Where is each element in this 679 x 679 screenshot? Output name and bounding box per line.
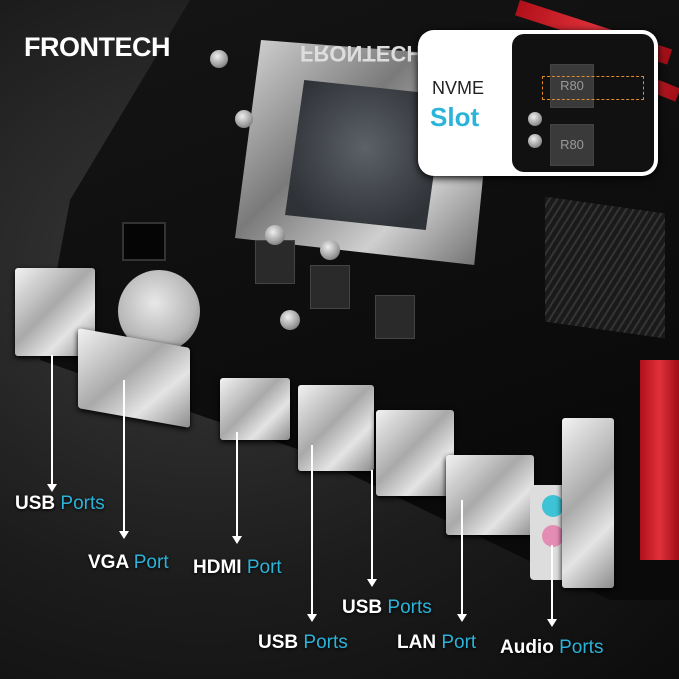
capacitor [210,50,228,68]
label-lan-port: LAN Port [397,632,476,654]
capacitor [528,112,542,126]
usb-ports-2 [298,385,374,471]
label-word: USB [258,632,299,653]
audio-jack-cyan [541,495,564,517]
label-vga-port: VGA Port [88,552,169,574]
label-word: Audio [500,637,554,658]
arrow-down-icon [457,614,467,622]
power-connector [122,222,166,261]
callout-line [371,470,373,580]
label-usb-ports-bottom: USB Ports [258,632,348,654]
arrow-down-icon [47,484,57,492]
label-word: LAN [397,632,437,653]
label-accent: Port [441,632,477,653]
inductor [255,240,295,284]
label-accent: Ports [559,637,604,658]
callout-line [236,432,238,537]
label-word: VGA [88,552,129,573]
nvme-inset: NVME Slot R80 R80 [418,30,658,176]
label-accent: Port [133,552,169,573]
callout-line [123,380,125,532]
label-accent: Ports [60,493,105,514]
callout-line [51,355,53,485]
label-accent: Ports [387,597,432,618]
capacitor [320,240,340,260]
inductor [375,295,415,339]
label-usb-ports-left: USB Ports [15,493,105,515]
capacitor [528,134,542,148]
arrow-down-icon [119,531,129,539]
lan-port [446,455,534,535]
nvme-highlight [542,76,644,100]
arrow-down-icon [367,579,377,587]
inset-title-line1: NVME [432,78,485,98]
label-accent: Ports [303,632,348,653]
inset-inductor: R80 [550,64,594,108]
hdmi-port [220,378,290,440]
nvme-closeup: R80 R80 [512,34,654,172]
pcie-slot [640,360,679,560]
label-audio-ports: Audio Ports [500,637,603,659]
callout-line [311,445,313,615]
chipset-heatsink [545,196,665,339]
ps2-bracket [562,418,614,588]
capacitor [280,310,300,330]
label-word: USB [15,493,56,514]
capacitor [265,225,285,245]
arrow-down-icon [547,619,557,627]
label-accent: Port [246,557,282,578]
audio-jack-pink [541,525,564,547]
label-word: USB [342,597,383,618]
capacitor [235,110,253,128]
arrow-down-icon [232,536,242,544]
frontech-logo: FRONTECH [24,32,171,62]
arrow-down-icon [307,614,317,622]
inset-title-line2: Slot [430,102,480,132]
inset-inductor: R80 [550,124,594,166]
inductor [310,265,350,309]
label-word: HDMI [193,557,242,578]
callout-line [461,500,463,615]
label-usb-ports-middle: USB Ports [342,597,432,619]
callout-line [551,545,553,620]
label-hdmi-port: HDMI Port [193,557,282,579]
usb-ports-3 [376,410,454,496]
board-silkscreen: FRONTECH [300,41,423,66]
